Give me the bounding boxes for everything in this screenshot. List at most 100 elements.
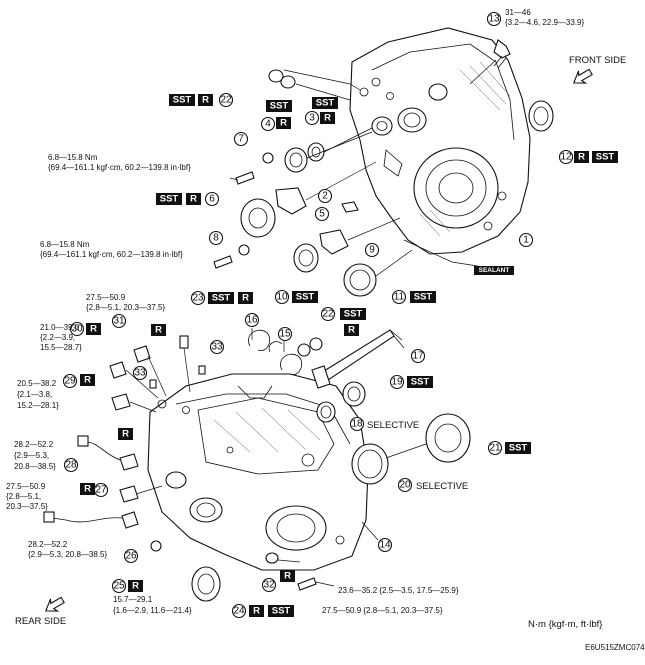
callout-4: 4 bbox=[260, 116, 276, 132]
part-12-seal bbox=[528, 100, 554, 132]
svg-text:27.5—50.9: 27.5—50.9 bbox=[86, 293, 126, 302]
torque-23: 27.5—50.9 {2.8—5.1, 20.3—37.5} bbox=[86, 293, 166, 312]
part-5-oil-guide bbox=[275, 161, 377, 215]
part-32-bolt bbox=[265, 552, 335, 591]
callout-25: 25 bbox=[111, 578, 127, 594]
svg-text:26: 26 bbox=[125, 551, 137, 562]
clutch-housing-part-1 bbox=[349, 27, 531, 269]
tag-sst-22: SST bbox=[169, 94, 195, 106]
tag-r-12: R bbox=[574, 151, 589, 163]
svg-text:30: 30 bbox=[71, 324, 83, 335]
transaxle-case-part-14 bbox=[147, 373, 379, 571]
callout-27: 27 bbox=[93, 482, 109, 498]
callout-8: 8 bbox=[208, 230, 224, 246]
svg-text:R: R bbox=[253, 606, 260, 617]
part-13-bolt bbox=[469, 39, 511, 85]
svg-text:20.5—38.2: 20.5—38.2 bbox=[17, 379, 57, 388]
tag-sst-19: SST bbox=[407, 376, 433, 388]
svg-text:{2.9—5.3,: {2.9—5.3, bbox=[14, 451, 49, 460]
callout-23: 23 bbox=[190, 290, 206, 306]
torque-right-2: 27.5—50.9 {2.8—5.1, 20.3—37.5} bbox=[322, 606, 443, 615]
callout-22-top: 22 bbox=[218, 92, 234, 108]
svg-text:27.5—50.9: 27.5—50.9 bbox=[6, 482, 46, 491]
callout-31: 31 bbox=[111, 313, 127, 329]
part-15-16-clips bbox=[248, 328, 303, 376]
svg-text:21: 21 bbox=[489, 443, 501, 454]
tag-r-23: R bbox=[238, 292, 253, 304]
svg-text:SST: SST bbox=[509, 443, 528, 454]
svg-text:28: 28 bbox=[65, 460, 77, 471]
callout-15: 15 bbox=[277, 326, 293, 342]
tag-r-25: R bbox=[128, 580, 143, 592]
svg-text:FRONT SIDE: FRONT SIDE bbox=[569, 55, 626, 66]
svg-text:R: R bbox=[348, 325, 355, 336]
callout-28: 28 bbox=[63, 457, 79, 473]
svg-text:R: R bbox=[324, 113, 331, 124]
svg-text:R: R bbox=[132, 581, 139, 592]
part-10-seal bbox=[293, 243, 319, 273]
svg-text:15.5—28.7}: 15.5—28.7} bbox=[40, 343, 82, 352]
svg-text:10: 10 bbox=[276, 292, 288, 303]
svg-text:{2.2—3.9,: {2.2—3.9, bbox=[40, 333, 75, 342]
svg-text:28.2—52.2: 28.2—52.2 bbox=[28, 540, 68, 549]
torque-30: 21.0—39.0 {2.2—3.9, 15.5—28.7} bbox=[40, 323, 82, 352]
units-note: N·m {kgf·m, ft·lbf} bbox=[528, 619, 602, 630]
selective-label-18: SELECTIVE bbox=[367, 420, 419, 431]
part-19-bearing bbox=[342, 381, 366, 407]
svg-text:24: 24 bbox=[233, 606, 245, 617]
part-26-switch bbox=[43, 511, 139, 529]
part-33-pins bbox=[149, 365, 206, 389]
tag-r-3: R bbox=[320, 112, 335, 124]
callout-2: 2 bbox=[317, 188, 333, 204]
svg-text:R: R bbox=[155, 325, 162, 336]
part-17-gear-shaft bbox=[311, 329, 405, 389]
svg-text:R: R bbox=[578, 152, 585, 163]
callout-1: 1 bbox=[518, 232, 534, 248]
tag-r-30: R bbox=[86, 323, 101, 335]
part-29-switch bbox=[111, 393, 157, 413]
tag-r-4: R bbox=[276, 117, 291, 129]
callout-3: 3 bbox=[304, 110, 320, 126]
torque-29: 20.5—38.2 {2.1—3.8, 15.2—28.1} bbox=[17, 379, 59, 410]
callout-9: 9 bbox=[364, 242, 380, 258]
svg-text:SST: SST bbox=[173, 95, 192, 106]
svg-text:31—46: 31—46 bbox=[505, 8, 531, 17]
svg-text:SST: SST bbox=[296, 292, 315, 303]
svg-text:SST: SST bbox=[316, 98, 335, 109]
tag-r-27: R bbox=[80, 483, 95, 495]
svg-text:33: 33 bbox=[211, 342, 223, 353]
svg-text:R: R bbox=[84, 375, 91, 386]
svg-text:R: R bbox=[122, 429, 129, 440]
svg-text:2: 2 bbox=[322, 191, 328, 202]
torque-25: 15.7—29.1 {1.6—2.9, 11.6—21.4} bbox=[113, 595, 192, 615]
svg-text:15.7—29.1: 15.7—29.1 bbox=[113, 595, 153, 604]
svg-text:{2.8—5.1,: {2.8—5.1, bbox=[6, 492, 41, 501]
part-21-bearing bbox=[385, 413, 471, 463]
rear-arrow-icon bbox=[45, 596, 65, 612]
callout-5: 5 bbox=[314, 206, 330, 222]
callout-21: 21 bbox=[487, 440, 503, 456]
svg-text:SST: SST bbox=[270, 101, 289, 112]
svg-text:28.2—52.2: 28.2—52.2 bbox=[14, 440, 54, 449]
svg-text:SELECTIVE: SELECTIVE bbox=[416, 481, 468, 492]
tag-sst-22-mid: SST bbox=[340, 308, 366, 320]
part-22-pins-mid bbox=[297, 337, 323, 357]
svg-text:4: 4 bbox=[265, 119, 271, 130]
svg-text:22: 22 bbox=[220, 95, 232, 106]
svg-text:R: R bbox=[190, 194, 197, 205]
svg-text:SST: SST bbox=[160, 194, 179, 205]
tag-sst-21: SST bbox=[505, 442, 531, 454]
part-18-shim bbox=[316, 401, 336, 423]
callout-29: 29 bbox=[62, 373, 78, 389]
svg-text:{2.8—5.1, 20.3—37.5}: {2.8—5.1, 20.3—37.5} bbox=[86, 303, 166, 312]
part-25-washer bbox=[150, 540, 162, 552]
torque-7: 6.8—15.8 Nm {69.4—161.1 kgf·cm, 60.2—139… bbox=[48, 153, 191, 172]
callout-20: 20 bbox=[397, 477, 413, 493]
svg-text:R: R bbox=[202, 95, 209, 106]
callout-26: 26 bbox=[123, 548, 139, 564]
part-7-washer-bolt bbox=[229, 152, 274, 185]
front-side-label: FRONT SIDE bbox=[569, 55, 626, 84]
callout-30: 30 bbox=[69, 321, 85, 337]
callout-7: 7 bbox=[233, 131, 249, 147]
